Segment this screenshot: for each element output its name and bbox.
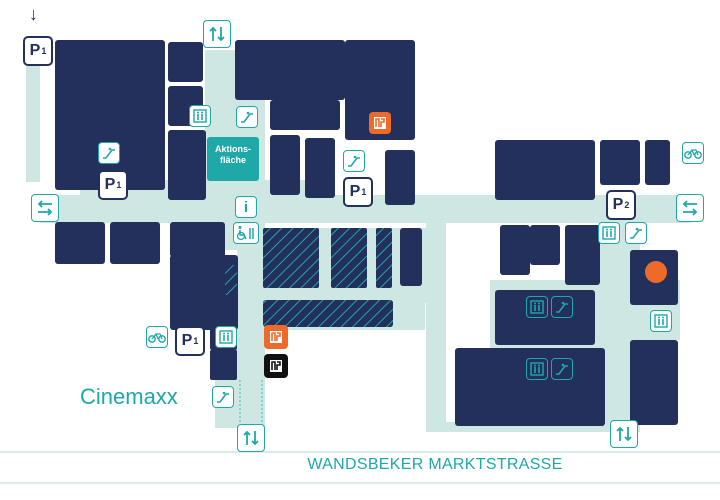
elevator-icon [189,105,211,127]
elevator-icon [526,296,548,318]
elevator-icon [598,222,620,244]
elevator-icon [650,310,672,332]
action-area-label: Aktions- fläche [215,144,251,165]
exit-horizontal-arrows-icon[interactable] [676,194,704,222]
elevator-icon [215,326,237,348]
hatched-areas [225,228,393,327]
exit-vertical-arrows-icon[interactable] [203,20,231,48]
parking-access-strip [26,42,40,182]
exit-vertical-arrows-icon[interactable] [610,420,638,448]
stairs-icon [369,112,391,134]
escalator-icon [551,358,573,380]
stairs-icon [264,325,288,349]
escalator-icon [625,222,647,244]
location-marker [645,261,667,283]
bicycle-icon [146,326,168,348]
escalator-icon [343,150,365,172]
arrow-down-icon: ↓ [29,4,38,24]
cinema-label: Cinemaxx [80,384,178,409]
action-area [207,137,259,181]
street-label: WANDSBEKER MARKTSTRASSE [307,456,563,473]
escalator-icon [551,296,573,318]
exit-vertical-arrows-icon[interactable] [237,424,265,452]
escalator-icon [98,142,120,164]
escalator-icon [236,106,258,128]
info-icon[interactable]: i [235,196,257,218]
exit-horizontal-arrows-icon[interactable] [31,194,59,222]
stairs-icon [264,354,288,378]
escalator-icon [212,386,234,408]
wheelchair-icon [233,222,259,244]
bicycle-icon [682,142,704,164]
elevator-icon [526,358,548,380]
